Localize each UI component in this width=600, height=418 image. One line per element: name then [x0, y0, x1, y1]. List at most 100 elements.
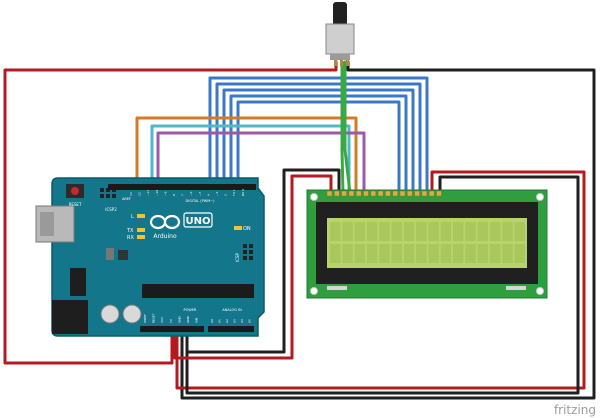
icsp2-label: ICSP2 [105, 207, 117, 212]
lcd-module [306, 189, 548, 299]
digital-header [108, 184, 256, 190]
lcd-char-cell [342, 222, 353, 241]
pot-body [325, 23, 355, 55]
lcd-char-cell [416, 244, 427, 263]
lcd-char-cell [391, 222, 402, 241]
lcd-header-pins [326, 190, 442, 197]
wire-green-wiper-b [343, 60, 352, 195]
lcd-pin [436, 190, 442, 197]
wire-black-lcd-k [185, 168, 341, 354]
wire-cyan [150, 124, 351, 195]
lcd-pin [355, 190, 362, 197]
lcd-char-cell [465, 244, 476, 263]
lcd-char-cell [477, 244, 489, 263]
lcd-pin [407, 190, 413, 197]
pot-base [330, 54, 350, 60]
led-rx-label: RX [127, 235, 134, 241]
lcd-char-cell [465, 222, 476, 241]
power-jack [52, 300, 88, 334]
lcd-pin [348, 190, 355, 197]
lcd-pin [370, 190, 377, 197]
lcd-char-cell [330, 244, 341, 263]
lcd-pin [341, 190, 347, 197]
lcd-char-cell [366, 222, 378, 241]
wire-black-lcd-gnd [185, 175, 580, 395]
lcd-pin [414, 190, 420, 197]
power-pin-label: GND [186, 315, 190, 323]
lcd-char-cell [366, 244, 378, 263]
digital-pin-label: 12 [138, 192, 142, 196]
digital-pin-label: 2 [224, 194, 228, 196]
lcd-pin [428, 190, 435, 197]
power-pin-label: RESET [152, 313, 156, 323]
lcd-char-cell [502, 222, 513, 241]
power-label: POWER [184, 308, 198, 312]
analog-pin-label: A3 [233, 319, 237, 323]
wire-purple [156, 131, 366, 195]
digital-pin-label: ~5 [198, 191, 202, 196]
lcd-pin [392, 190, 398, 197]
digital-pin-label: 8 [172, 194, 176, 196]
digital-pin-label: ~6 [189, 191, 193, 196]
atmega-chip [142, 284, 254, 298]
digital-pin-label: ~9 [163, 191, 167, 196]
lcd-char-cell [514, 222, 525, 241]
lcd-char-cell [428, 244, 439, 263]
lcd-char-cell [354, 222, 366, 241]
analog-pin-label: A2 [225, 319, 229, 323]
power-pin-label: GND [177, 315, 181, 323]
digital-pin-label: TX 1 [232, 189, 236, 197]
lcd-char-cell [440, 244, 452, 263]
lcd-char-cell [477, 222, 489, 241]
wire-orange [135, 116, 358, 195]
lcd-char-cell [342, 244, 353, 263]
wire-red-lcd-a [173, 174, 333, 360]
digital-pin-label: ~11 [146, 190, 150, 196]
lcd-char-cell [502, 244, 513, 263]
lcd-pin [399, 190, 406, 197]
wire-blue-3 [222, 88, 415, 195]
lcd-pin [363, 190, 369, 197]
led-l-label: L [131, 214, 134, 220]
lcd-pin [326, 190, 333, 197]
digital-pin-label: ~3 [215, 191, 219, 196]
power-pin-label: VIN [195, 318, 199, 323]
pot-knob [333, 2, 347, 26]
lcd-character-grid [330, 222, 525, 263]
lcd-char-cell [391, 244, 402, 263]
digital-pin-label: ~10 [155, 190, 159, 196]
lcd-char-cell [416, 222, 427, 241]
lcd-char-cell [379, 222, 390, 241]
wire-green-wiper-a [340, 60, 345, 195]
lcd-pin [377, 190, 384, 197]
lcd-char-cell [489, 244, 501, 263]
lcd-char-cell [453, 244, 464, 263]
led-on-label: ON [243, 226, 251, 232]
lcd-pin [421, 190, 428, 197]
board-model: UNO [186, 216, 211, 227]
digital-pin-label: 13 [129, 192, 133, 196]
lcd-char-cell [440, 222, 452, 241]
lcd-pin [334, 190, 340, 197]
arduino-uno-board: RESET ICSP2 L TX RX ON Arduino UNO [35, 177, 265, 337]
digital-label: DIGITAL (PWM~) [185, 199, 215, 203]
arduino-logo-icon [149, 214, 181, 230]
analog-pin-label: A5 [248, 319, 252, 323]
lcd-char-cell [379, 244, 390, 263]
power-pin-label: 5V [169, 318, 173, 323]
wire-blue-5 [236, 100, 401, 195]
power-header [140, 326, 204, 332]
capacitor-1 [100, 304, 120, 324]
wire-red-lcd-vdd [175, 170, 586, 390]
analog-label: ANALOG IN [222, 308, 242, 312]
lcd-char-cell [514, 244, 525, 263]
led-tx-label: TX [126, 228, 134, 234]
digital-pin-label: 7 [181, 194, 185, 196]
analog-pin-label: A0 [210, 319, 214, 323]
lcd-char-cell [403, 244, 415, 263]
lcd-char-cell [489, 222, 501, 241]
analog-pin-label: A4 [240, 319, 244, 323]
analog-pin-label: A1 [218, 319, 222, 323]
